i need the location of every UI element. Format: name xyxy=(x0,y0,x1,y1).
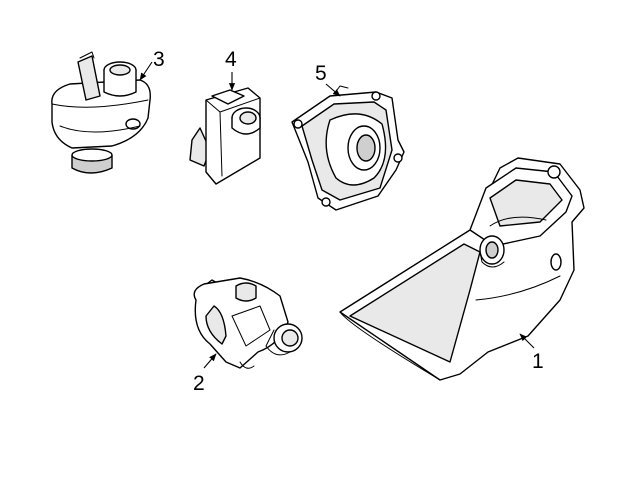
leader-5 xyxy=(325,83,341,97)
part-5-bezel xyxy=(291,85,405,211)
leader-3 xyxy=(139,61,153,81)
part-3-sensor-housing xyxy=(51,51,151,174)
part-1-large-housing xyxy=(339,157,585,381)
callout-3: 3 xyxy=(153,48,165,71)
callout-2: 2 xyxy=(193,372,205,395)
callout-5: 5 xyxy=(315,62,327,85)
part-2-sensor xyxy=(193,277,303,369)
callout-1: 1 xyxy=(532,350,544,373)
leader-1 xyxy=(519,333,535,349)
leader-2 xyxy=(203,353,217,369)
callout-4: 4 xyxy=(225,48,237,71)
part-4-sensor xyxy=(189,87,261,185)
